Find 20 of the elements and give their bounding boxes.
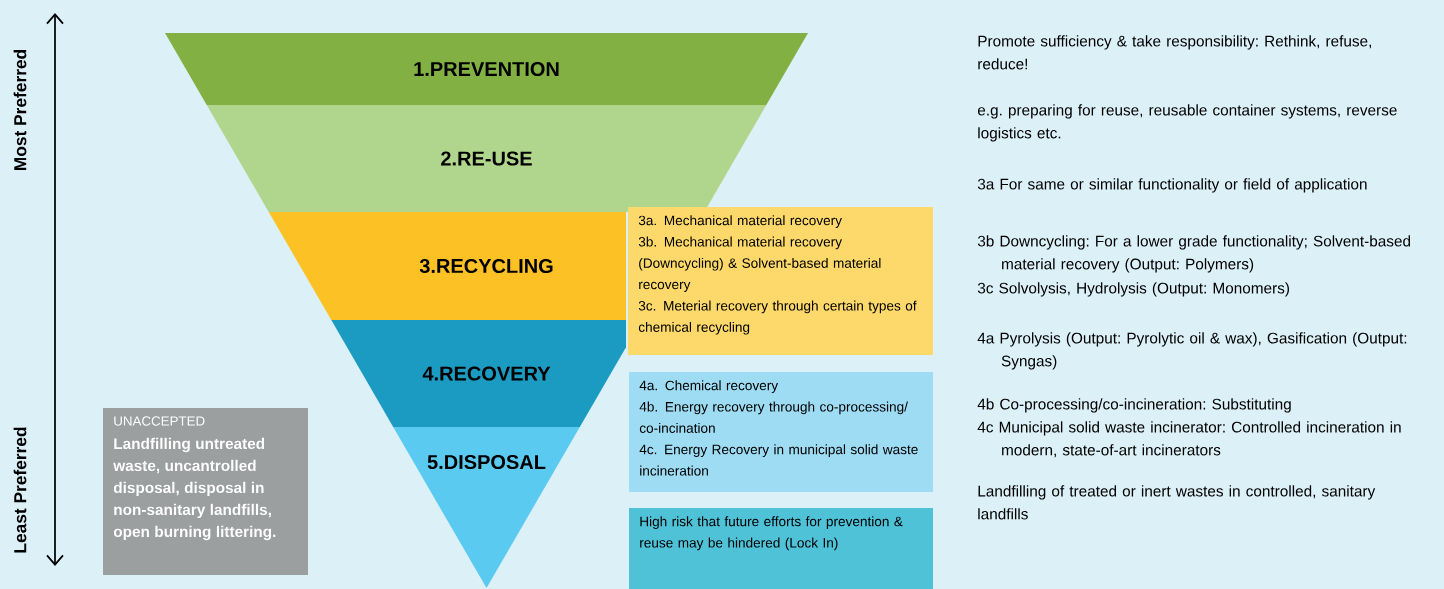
axis-label: Least Preferred <box>13 427 27 553</box>
pyramid-band: 1.PREVENTION <box>165 33 808 105</box>
info-box: High risk that future efforts for prevention & reuse may be hindered (Lock In) <box>629 508 933 589</box>
pyramid-band: 2.RE-USE <box>206 105 767 212</box>
note-text: Promote sufficiency & take responsibility: Rethink, refuse, reduce! <box>978 35 1371 70</box>
info-box: UNACCEPTED Landfilling untreated waste, uncantrolled disposal, disposal in non-sanitary landfills, open burning littering. <box>103 408 308 575</box>
note-text: 3c Solvolysis, Hydrolysis (Output: Monomers) <box>977 282 1289 297</box>
note-text: 3a For same or similar functionality or field of application <box>977 178 1367 193</box>
pyramid-band: 4.RECOVERY <box>331 320 626 427</box>
pyramid-band: 3.RECYCLING <box>268 212 626 320</box>
note-text: 4c Municipal solid waste incinerator: Controlled incineration in modern, state-of-art incinerators <box>977 421 1401 458</box>
pyramid-band: 5.DISPOSAL <box>393 427 580 588</box>
note-text: 4b Co-processing/co-incineration: Substituting <box>977 398 1291 413</box>
info-box: 3a. Mechanical material recovery 3b. Mechanical material recovery (Downcycling) & Solvent-based material recovery 3c. Meterial recovery through certain types of chemical recycling <box>628 207 933 355</box>
note-text: Landfilling of treated or inert wastes in controlled, sanitary landfills <box>978 485 1376 520</box>
note-text: 4a Pyrolysis (Output: Pyrolytic oil & wax), Gasification (Output: Syngas) <box>977 332 1407 370</box>
info-box: 4a. Chemical recovery 4b. Energy recovery through co-processing/ co-incination 4c. Energy Recovery in municipal solid waste incineration <box>629 372 933 492</box>
note-text: e.g. preparing for reuse, reusable container systems, reverse logistics etc. <box>977 104 1397 142</box>
note-text: 3b Downcycling: For a lower grade functionality; Solvent-based material recovery (Output: Polymers) <box>977 235 1410 273</box>
axis-label: Most Preferred <box>13 50 27 170</box>
